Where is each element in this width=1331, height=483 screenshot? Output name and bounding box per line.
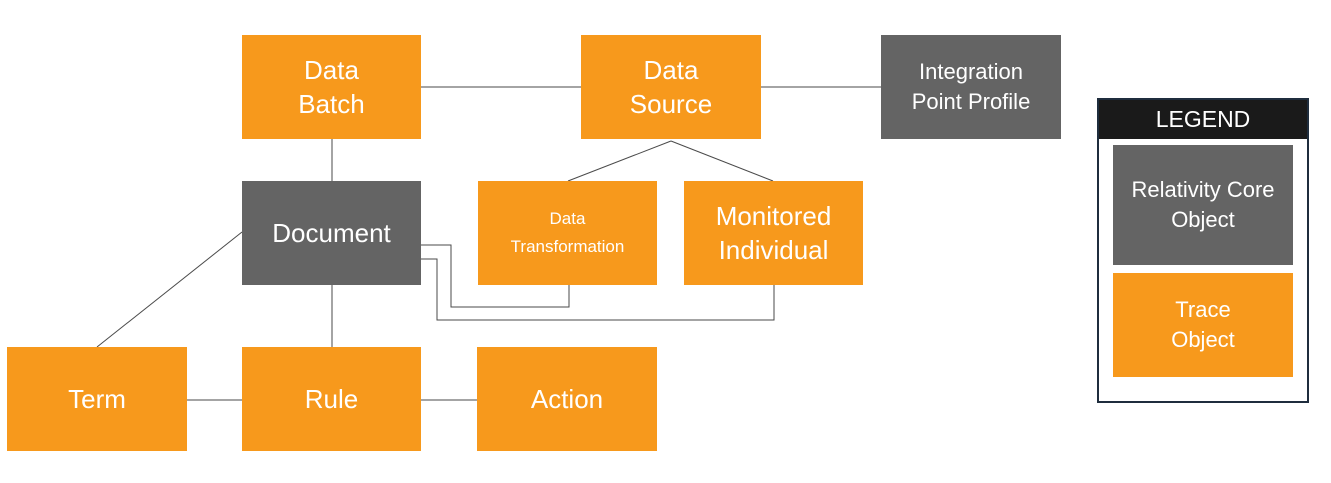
node-rule: Rule — [242, 347, 421, 451]
node-label: Data — [549, 209, 586, 228]
node-label: Term — [68, 384, 126, 414]
connector-source-transformation — [567, 140, 672, 182]
node-label: Monitored — [715, 201, 832, 231]
legend-core-object-swatch: Relativity Core Object — [1113, 145, 1293, 265]
node-label: Action — [530, 384, 604, 414]
node-action: Action — [477, 347, 657, 451]
node-label: Document — [272, 218, 391, 248]
node-data-batch: Data Batch — [242, 35, 421, 139]
connector-document-transformation — [421, 244, 570, 308]
node-monitored-individual: Monitored Individual — [684, 181, 863, 285]
connector-document-term — [96, 231, 243, 348]
node-data-source: Data Source — [581, 35, 761, 139]
node-label: Batch — [298, 89, 365, 119]
legend-label: Object — [1171, 327, 1235, 352]
legend-title: LEGEND — [1099, 100, 1307, 139]
legend-trace-object-swatch: Trace Object — [1113, 273, 1293, 377]
connector-source-monitored — [670, 140, 774, 182]
legend-label: Trace — [1175, 297, 1231, 322]
node-label: Point Profile — [911, 89, 1031, 114]
node-label: Rule — [304, 384, 359, 414]
node-label: Data — [643, 55, 699, 85]
node-label: Source — [629, 89, 713, 119]
node-integration-point-profile: Integration Point Profile — [881, 35, 1061, 139]
node-label: Integration — [919, 59, 1023, 84]
legend-label: Relativity Core — [1131, 177, 1275, 202]
node-data-transformation: Data Transformation — [478, 181, 657, 285]
node-label: Individual — [718, 235, 829, 265]
legend-label: Object — [1171, 207, 1235, 232]
node-label: Transformation — [510, 237, 625, 256]
legend: LEGEND Relativity Core Object Trace Obje… — [1097, 98, 1309, 403]
node-label: Data — [304, 55, 359, 85]
connector-document-monitored — [421, 258, 775, 321]
node-term: Term — [7, 347, 187, 451]
node-document: Document — [242, 181, 421, 285]
